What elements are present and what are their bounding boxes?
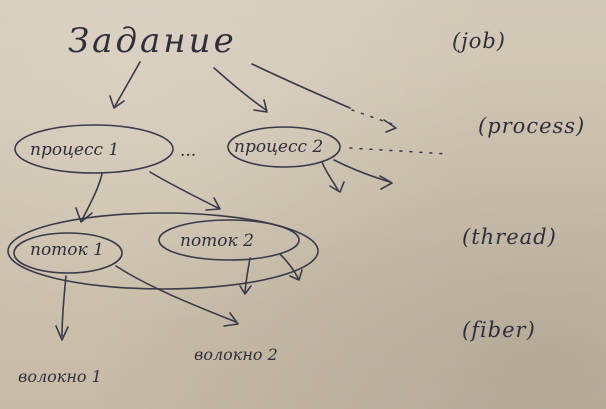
arrow-process-2-thread-a — [321, 161, 339, 191]
arrow-job-to-more — [251, 63, 351, 109]
arrowhead-job-to-more — [383, 119, 397, 133]
arrow-process-1-to-thread-1 — [81, 173, 103, 221]
thread-1-label: поток 1 — [30, 240, 104, 260]
arrowhead-thread-1-to-fiber-1 — [55, 325, 69, 341]
arrow-job-to-more-dotted — [351, 109, 393, 125]
process-continuation-dashes — [349, 147, 449, 155]
arrow-thread-1-to-fiber-2 — [115, 265, 237, 323]
arrow-thread-1-to-fiber-1 — [61, 275, 67, 337]
arrow-thread-2-fiber-b — [279, 253, 299, 279]
arrowhead-process-1-to-thread-2 — [205, 197, 221, 211]
root-label-job: Задание — [68, 21, 237, 61]
level-label-thread: (thread) — [462, 225, 557, 249]
arrowhead-process-2-thread-b — [379, 175, 393, 190]
arrow-job-to-process-2 — [213, 67, 267, 111]
threads-group-ellipse — [7, 212, 319, 290]
arrowhead-process-2-thread-a — [329, 181, 345, 193]
process-1-label: процесс 1 — [30, 140, 119, 160]
level-label-process: (process) — [478, 114, 585, 138]
arrowhead-job-to-process-2 — [253, 99, 268, 113]
fiber-2-label: волокно 2 — [194, 345, 278, 364]
level-label-fiber: (fiber) — [462, 318, 536, 342]
arrowhead-thread-1-to-fiber-2 — [223, 312, 239, 327]
thread-2-label: поток 2 — [180, 231, 254, 251]
process-1-ellipse — [14, 124, 174, 174]
arrow-job-to-process-1 — [114, 61, 141, 107]
process-2-label: процесс 2 — [234, 137, 323, 157]
level-label-job: (job) — [452, 29, 506, 53]
arrow-process-2-thread-b — [333, 159, 391, 183]
arrow-process-1-to-thread-2 — [149, 171, 219, 209]
arrowhead-thread-2-fiber-a — [239, 285, 252, 295]
process-ellipsis: ... — [180, 141, 196, 161]
thread-1-ellipse — [13, 232, 123, 274]
arrowhead-thread-2-fiber-b — [289, 269, 303, 281]
fiber-1-label: волокно 1 — [18, 367, 102, 386]
thread-2-ellipse — [158, 219, 300, 261]
arrowhead-job-to-process-1 — [109, 95, 125, 109]
arrow-thread-2-fiber-a — [244, 257, 251, 293]
arrowhead-process-1-to-thread-1 — [75, 207, 93, 223]
process-2-ellipse — [227, 126, 341, 168]
